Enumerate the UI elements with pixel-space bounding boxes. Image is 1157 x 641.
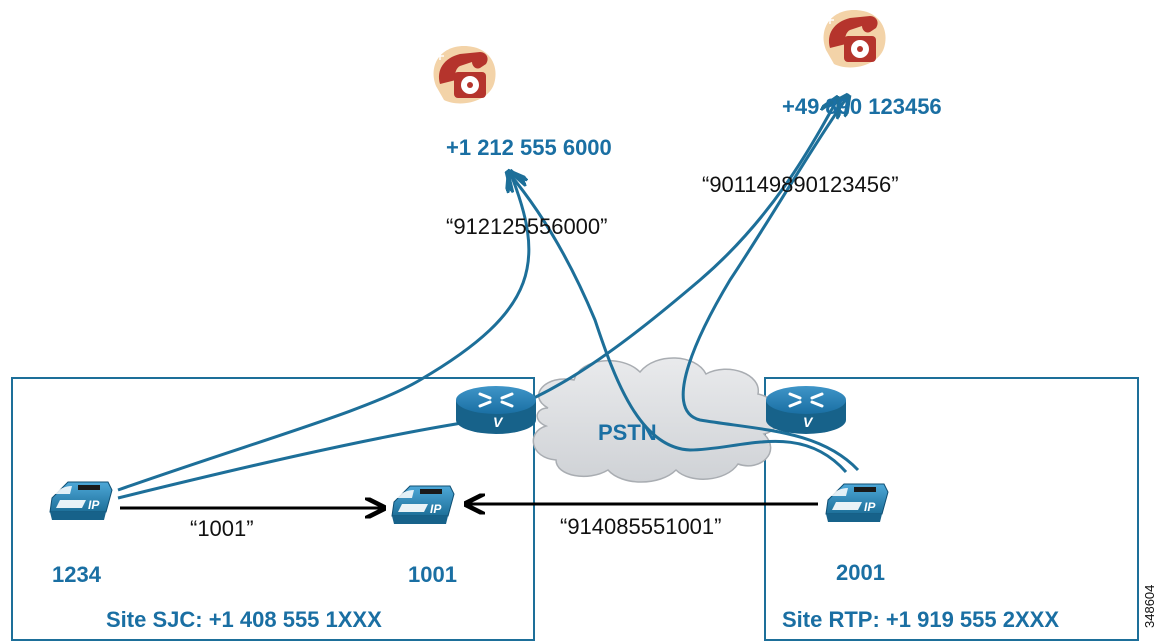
ip-phone-2001: IP bbox=[825, 483, 889, 523]
site-sjc-box bbox=[11, 377, 535, 641]
pstn-cloud bbox=[532, 357, 780, 483]
dial-string-de: “901149890123456” bbox=[702, 172, 899, 197]
figure-id: 348604 bbox=[1142, 585, 1157, 628]
path-2001-to-us bbox=[508, 172, 848, 473]
dial-string-internal: “1001” bbox=[190, 516, 254, 541]
path-1234-to-us bbox=[117, 172, 531, 492]
destination-us-number: +1 212 555 6000 bbox=[446, 135, 612, 160]
pstn-label: PSTN bbox=[598, 420, 657, 445]
path-2001-to-de bbox=[681, 96, 860, 472]
site-rtp-label: Site RTP: +1 919 555 2XXX bbox=[782, 607, 1059, 632]
dial-string-rtp-to-sjc: “914085551001” bbox=[560, 514, 721, 539]
router-rtp-mark: V bbox=[803, 414, 814, 430]
analog-phone-us bbox=[432, 45, 501, 105]
ip-phone-1001: IP bbox=[391, 485, 455, 525]
path-1234-to-de bbox=[117, 98, 838, 500]
phone-number-1001: 1001 bbox=[408, 562, 457, 587]
ip-phone-1234-badge: IP bbox=[88, 498, 100, 512]
ip-phone-1234: IP bbox=[49, 481, 113, 521]
ip-phone-1001-badge: IP bbox=[430, 502, 442, 516]
router-rtp: V bbox=[764, 384, 848, 436]
router-sjc-mark: V bbox=[493, 414, 504, 430]
site-sjc-label: Site SJC: +1 408 555 1XXX bbox=[106, 607, 382, 632]
phone-number-1234: 1234 bbox=[52, 562, 102, 587]
analog-phone-de bbox=[822, 9, 891, 69]
phone-number-2001: 2001 bbox=[836, 560, 885, 585]
router-sjc: V bbox=[454, 384, 538, 436]
dial-string-us: “912125556000” bbox=[446, 214, 607, 239]
call-paths bbox=[117, 96, 860, 500]
destination-de-number: +49 890 123456 bbox=[782, 94, 942, 119]
ip-phone-2001-badge: IP bbox=[864, 500, 876, 514]
site-rtp-box bbox=[764, 377, 1139, 641]
